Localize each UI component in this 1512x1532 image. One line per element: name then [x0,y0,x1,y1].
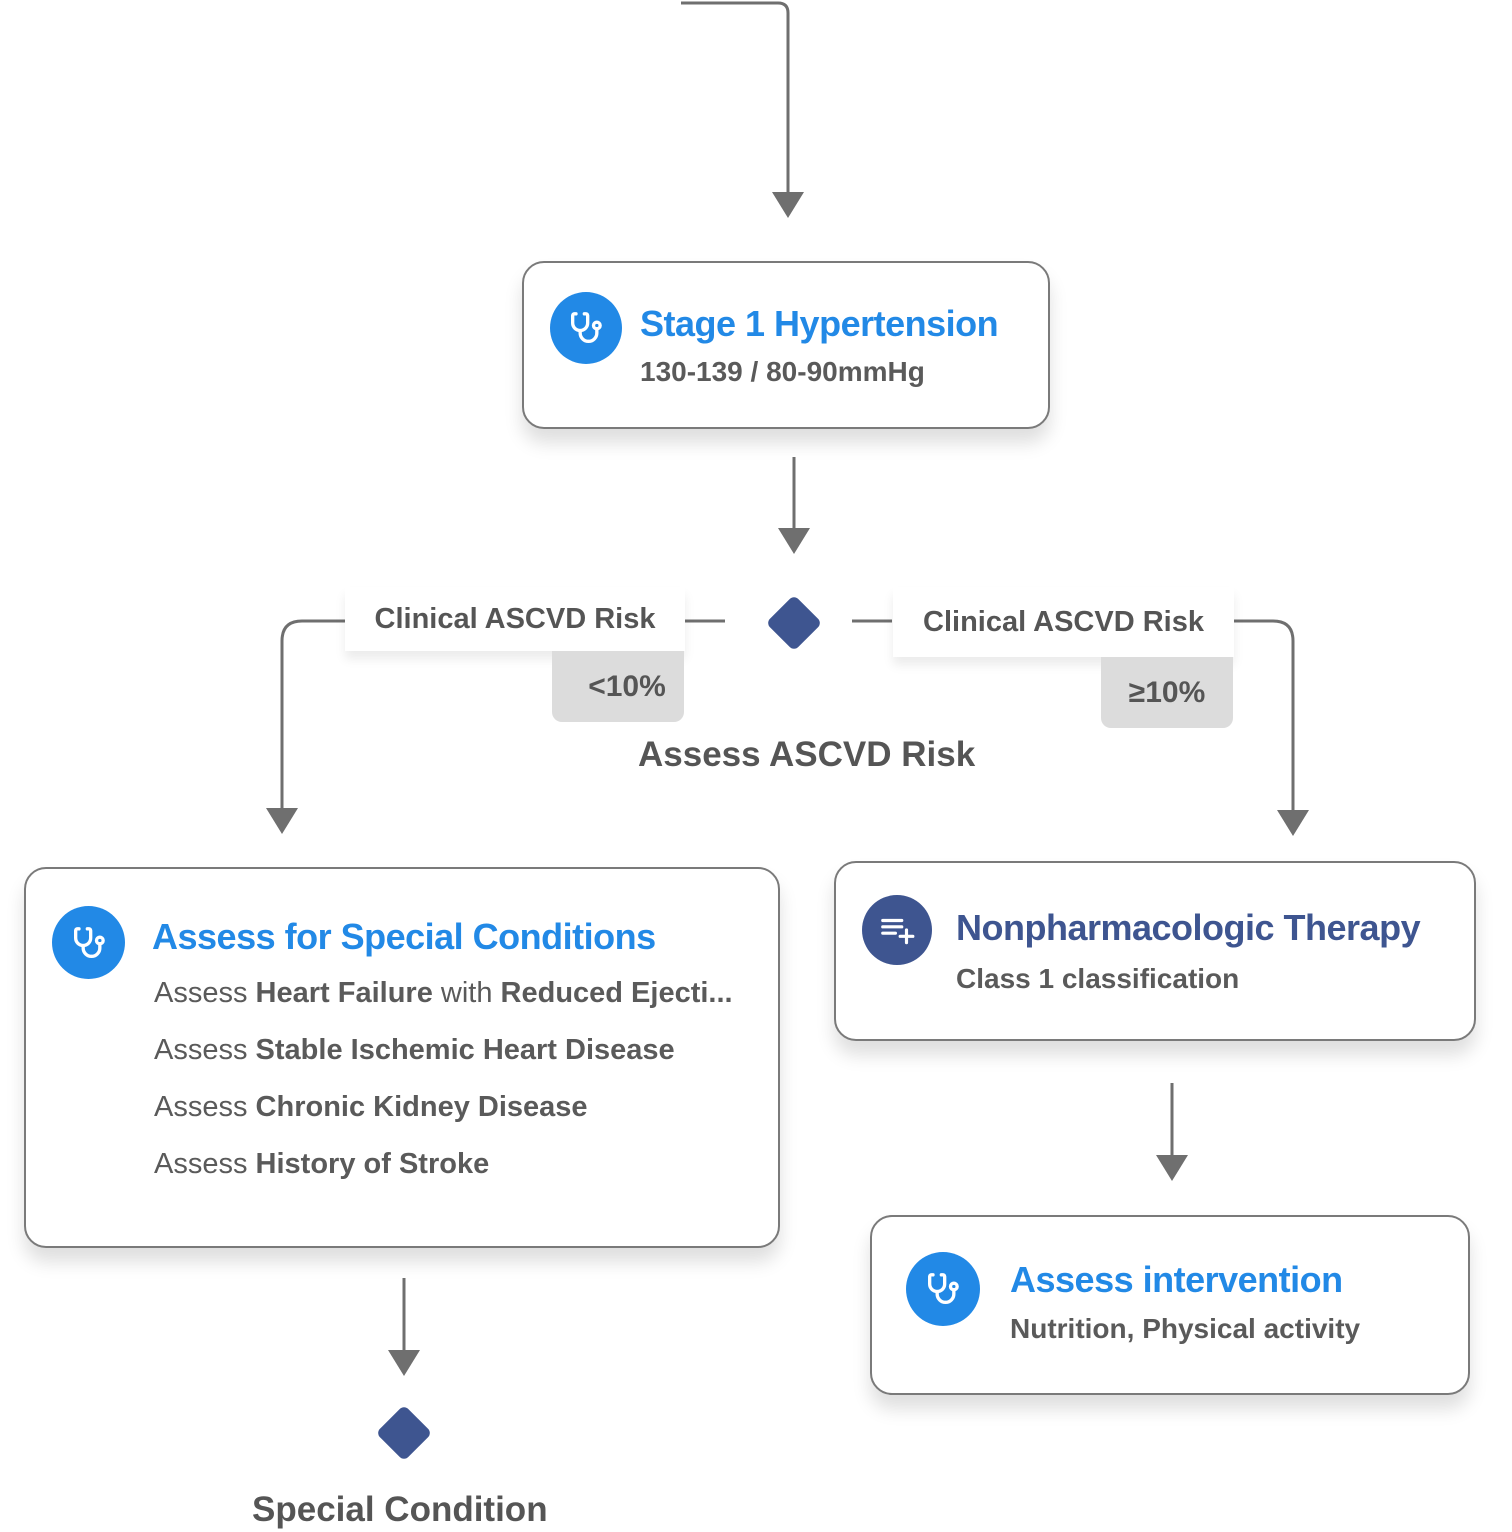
assess-intervention-card[interactable]: Assess intervention Nutrition, Physical … [870,1215,1470,1395]
special-conditions-list: Assess Heart Failure with Reduced Ejecti… [154,977,754,1205]
special-card-title: Assess for Special Conditions [152,916,656,957]
stethoscope-icon [906,1252,980,1326]
left-branch-badge: <10% [552,651,684,722]
list-item[interactable]: Assess Stable Ischemic Heart Disease [154,1034,675,1066]
right-branch-label: Clinical ASCVD Risk [893,587,1234,657]
connector-top [681,1,790,193]
nonpharmacologic-therapy-card[interactable]: Nonpharmacologic Therapy Class 1 classif… [834,861,1476,1041]
list-item[interactable]: Assess Chronic Kidney Disease [154,1091,588,1123]
stage-1-hypertension-card[interactable]: Stage 1 Hypertension 130-139 / 80-90mmHg [522,261,1050,429]
connector-left-branch [280,619,345,810]
stage-card-subtitle: 130-139 / 80-90mmHg [640,356,925,387]
arrowhead-left [266,808,298,834]
nonpharm-card-title: Nonpharmacologic Therapy [956,907,1421,948]
arrowhead-top [772,192,804,218]
stethoscope-icon [550,292,622,364]
connector-right-branch [1234,619,1295,812]
arrowhead-stage [778,528,810,554]
special-condition-caption: Special Condition [252,1490,548,1529]
right-branch-badge: ≥10% [1101,657,1233,728]
stage-card-title: Stage 1 Hypertension [640,303,999,344]
list-item[interactable]: Assess Heart Failure with Reduced Ejecti… [154,977,733,1009]
arrowhead-special [388,1350,420,1376]
intervention-card-title: Assess intervention [1010,1259,1343,1300]
list-item[interactable]: Assess History of Stroke [154,1148,490,1180]
nonpharm-card-subtitle: Class 1 classification [956,963,1240,994]
intervention-card-subtitle: Nutrition, Physical activity [1010,1313,1361,1344]
arrowhead-nonpharm [1156,1155,1188,1181]
ascvd-decision-caption: Assess ASCVD Risk [638,735,976,774]
playlist-add-icon [862,895,932,965]
stethoscope-icon [52,906,125,979]
special-conditions-card[interactable]: Assess for Special Conditions Assess Hea… [24,867,780,1248]
arrowhead-right [1277,810,1309,836]
left-branch-label: Clinical ASCVD Risk [345,587,685,651]
